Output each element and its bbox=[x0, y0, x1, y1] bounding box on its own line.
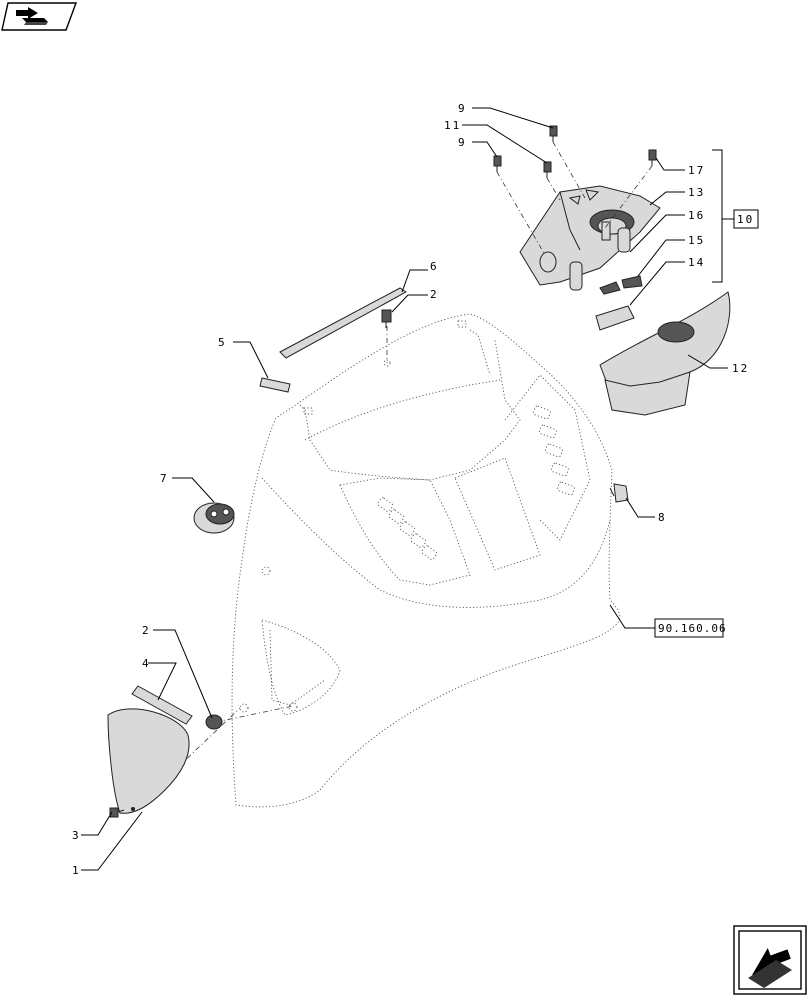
callout-1: 1 bbox=[72, 864, 81, 877]
switch-module-16 bbox=[599, 281, 621, 295]
callout-13: 13 bbox=[688, 186, 705, 199]
lower-shroud-12 bbox=[599, 291, 731, 416]
callout-2-lower: 2 bbox=[142, 624, 151, 637]
callout-4: 4 bbox=[142, 657, 151, 670]
steering-column-cover bbox=[519, 185, 661, 291]
callout-9b: 9 bbox=[458, 136, 467, 149]
callout-6: 6 bbox=[430, 260, 439, 273]
reference-link[interactable]: 90.160.06 bbox=[654, 618, 727, 638]
callout-15: 15 bbox=[688, 234, 705, 247]
navigate-back-icon[interactable] bbox=[1, 2, 78, 31]
callout-12: 12 bbox=[732, 362, 749, 375]
console-body bbox=[231, 313, 621, 808]
strip-4 bbox=[131, 685, 193, 725]
leader-lines bbox=[81, 107, 734, 871]
cover-panel-1 bbox=[107, 708, 190, 814]
bolt-17 bbox=[648, 149, 657, 166]
bolt-9a bbox=[549, 125, 558, 142]
grommet-7 bbox=[193, 502, 235, 534]
strip-6 bbox=[279, 287, 407, 359]
callout-8: 8 bbox=[658, 511, 667, 524]
callout-7: 7 bbox=[160, 472, 169, 485]
callout-9a: 9 bbox=[458, 102, 467, 115]
switch-module-15 bbox=[621, 275, 643, 289]
clip-8 bbox=[609, 483, 629, 503]
callout-10-box: 10 bbox=[733, 209, 759, 229]
callout-10: 10 bbox=[737, 213, 754, 226]
console-slots-left bbox=[377, 497, 438, 560]
reference-code: 90.160.06 bbox=[658, 622, 727, 635]
connector-14 bbox=[595, 305, 635, 331]
plug-2-lower bbox=[205, 714, 223, 730]
callout-16: 16 bbox=[688, 209, 705, 222]
callout-14: 14 bbox=[688, 256, 705, 269]
callout-2-upper: 2 bbox=[430, 288, 439, 301]
navigate-next-icon[interactable] bbox=[733, 925, 807, 995]
callout-labels: 9 11 9 17 13 16 15 14 12 6 2 5 7 8 2 4 3… bbox=[72, 102, 749, 877]
console-slots-right bbox=[532, 405, 575, 496]
screw-3 bbox=[109, 807, 125, 818]
bolt-11 bbox=[543, 161, 552, 178]
block-5 bbox=[259, 377, 291, 393]
callout-11: 11 bbox=[444, 119, 461, 132]
bolt-9b bbox=[493, 155, 502, 172]
callout-5: 5 bbox=[218, 336, 227, 349]
bolt-2-upper bbox=[381, 309, 392, 328]
callout-17: 17 bbox=[688, 164, 705, 177]
callout-3: 3 bbox=[72, 829, 81, 842]
